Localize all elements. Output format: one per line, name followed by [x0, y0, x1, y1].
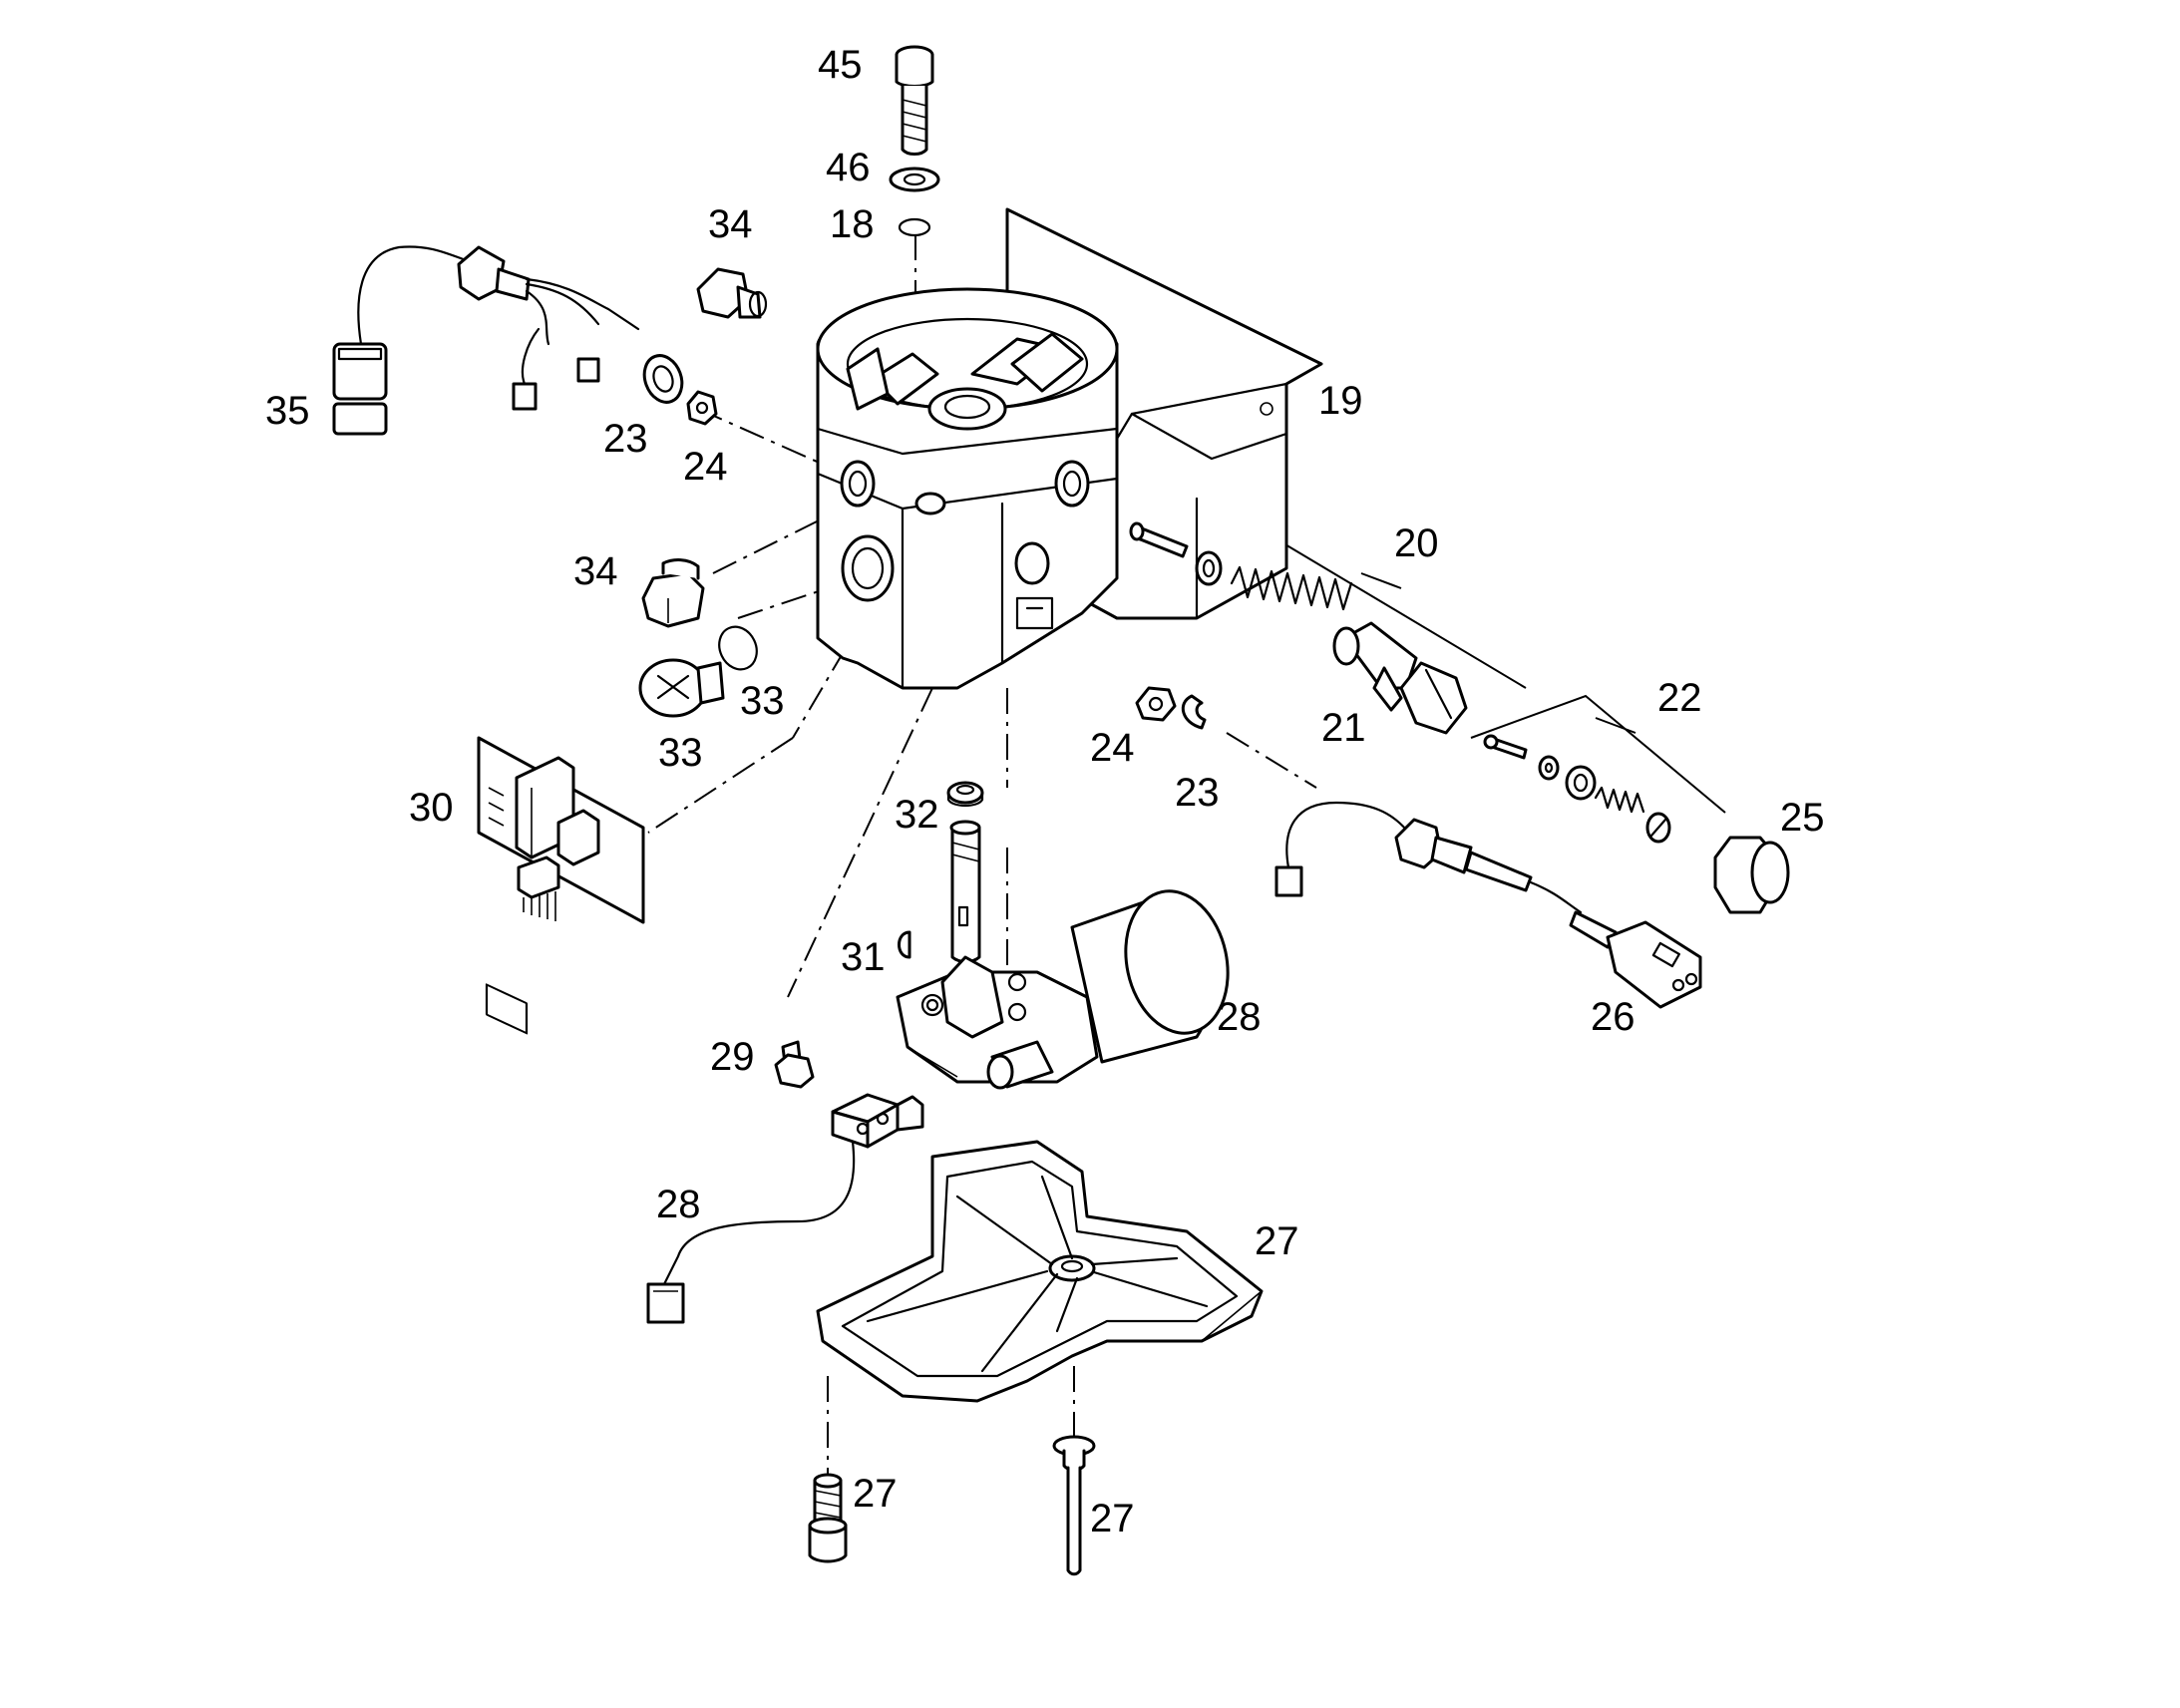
part-34-plug-top	[696, 267, 768, 319]
part-33-screw-plug	[638, 658, 725, 718]
callout-45: 45	[818, 43, 863, 87]
callout-28-motor: 28	[1217, 995, 1262, 1039]
part-22-valve-components	[1483, 734, 1671, 844]
part-28-gear-motor	[896, 820, 1230, 1090]
part-27-base-tray	[816, 1140, 1264, 1403]
callout-24-left: 24	[683, 445, 728, 489]
callout-32: 32	[895, 793, 939, 837]
part-24-nut-right	[1135, 686, 1177, 722]
callout-27-sensor: 27	[1090, 1497, 1135, 1540]
part-27-sensor-pin	[1052, 1435, 1096, 1576]
part-29-bleed-screw	[774, 1040, 815, 1089]
part-18-o-ring	[898, 217, 931, 237]
part-34-plug-bottom	[641, 558, 705, 628]
part-24-nut-left	[686, 390, 718, 426]
callout-22: 22	[1657, 676, 1702, 720]
callout-33-plug: 33	[658, 731, 703, 775]
callout-27-tray: 27	[1255, 1219, 1299, 1263]
part-30-circuit-board	[477, 736, 645, 1035]
part-20-valve-pin	[1129, 521, 1189, 558]
callout-27-screw: 27	[853, 1472, 898, 1516]
part-23-washer-right	[1181, 694, 1207, 730]
callout-18: 18	[830, 202, 875, 246]
part-26-sensor-cable	[1274, 801, 1702, 1009]
part-20-spring	[1230, 565, 1353, 611]
part-32-seal-washer	[946, 781, 984, 808]
callout-34-top: 34	[708, 202, 753, 246]
callout-24-right: 24	[1090, 726, 1135, 770]
part-45-socket-bolt	[895, 45, 934, 156]
part-35-cable-assembly	[332, 245, 640, 436]
part-28-motor-cable	[646, 1093, 924, 1324]
part-46-washer	[889, 167, 940, 192]
callout-21: 21	[1321, 706, 1366, 750]
part-21-pressure-fitting	[1332, 621, 1468, 735]
part-31-woodruff-key	[898, 930, 911, 959]
callout-46: 46	[826, 146, 871, 189]
callout-35: 35	[265, 389, 310, 433]
callout-23-left: 23	[603, 417, 648, 461]
callout-34-bottom: 34	[573, 549, 618, 593]
part-23-washer-left	[642, 354, 684, 404]
part-20-washer	[1195, 550, 1223, 586]
part-25-cap-nut	[1713, 836, 1790, 914]
callout-23-right: 23	[1175, 771, 1220, 815]
callout-19: 19	[1318, 379, 1363, 423]
part-19-pump-housing	[816, 207, 1323, 690]
callout-26: 26	[1591, 995, 1635, 1039]
callout-33-oring: 33	[740, 679, 785, 723]
callout-28-cable: 28	[656, 1183, 701, 1226]
part-33-o-ring	[718, 625, 758, 671]
part-27-screw	[808, 1473, 848, 1563]
callout-31: 31	[841, 935, 886, 979]
callout-29: 29	[710, 1035, 755, 1079]
callout-30: 30	[409, 786, 454, 830]
callout-20: 20	[1394, 521, 1439, 565]
callout-25: 25	[1780, 796, 1825, 840]
